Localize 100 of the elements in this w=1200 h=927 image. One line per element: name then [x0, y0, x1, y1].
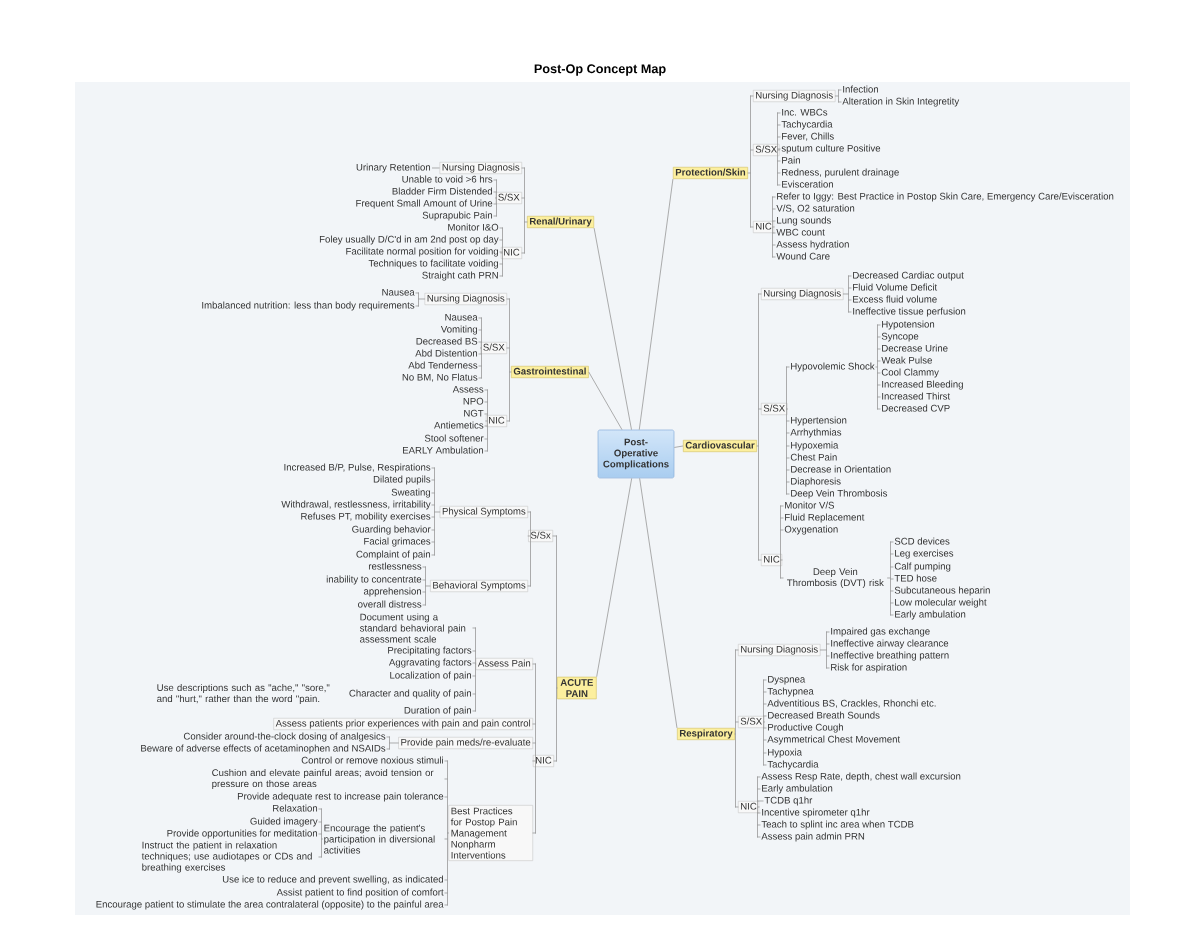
- connector-line: [478, 317, 482, 379]
- connector-line: [786, 366, 790, 495]
- item-text: Encourage patient to stimulate the area contralateral (opposite) to the painful area: [96, 900, 444, 910]
- item-text: overall distress: [358, 600, 422, 608]
- connector-line: [835, 89, 842, 103]
- item-text: Impaired gas exchange: [831, 627, 930, 637]
- item-text: Assess: [452, 385, 484, 393]
- item-text: Tachycardia: [767, 760, 819, 770]
- item-text: Precipitating factors: [388, 646, 472, 656]
- connector-line: [444, 760, 449, 906]
- item-text: Asymmetrical Chest Movement: [767, 735, 901, 745]
- category-box: S/Sx: [528, 530, 553, 542]
- item-text: Facilitate normal position for voiding: [346, 247, 499, 257]
- category-box: Best Practices for Postop Pain Management Nonpharm Interventions: [448, 805, 533, 861]
- item-text: Imbalanced nutrition: less than body requirements: [202, 301, 415, 311]
- item-text: Ineffective tissue perfusion: [853, 307, 966, 317]
- category-box: S/SX: [753, 144, 780, 156]
- category-box: Physical Symptoms: [439, 506, 528, 518]
- item-text: Ineffective airway clearance: [831, 639, 949, 649]
- connector-line: [493, 179, 497, 217]
- connector-line: [499, 227, 503, 277]
- item-text: Decreased Cardiac output: [853, 271, 964, 281]
- category-box: Nursing Diagnosis: [753, 90, 836, 102]
- item-text: Localization of pain: [390, 671, 471, 681]
- category-box: NIC: [532, 755, 554, 767]
- item-text: Teach to splint inc area when TCDB: [761, 820, 914, 830]
- item-text: NGT: [464, 409, 484, 417]
- connector-line: [673, 445, 684, 448]
- connector-line: [639, 477, 678, 729]
- item-text: Beware of adverse effects of acetaminophen and NSAIDs: [141, 744, 386, 754]
- category-box: S/SX: [738, 716, 765, 728]
- connector-line: [588, 371, 623, 431]
- item-text: Redness, purulent drainage: [782, 168, 899, 178]
- category-box: Nursing Diagnosis: [761, 288, 844, 300]
- item-text: Nausea: [445, 313, 478, 321]
- item-text: Hypoxia: [768, 748, 802, 758]
- item-text: Sweating: [391, 488, 431, 498]
- item-text: Control or remove noxious stimuli: [301, 756, 443, 764]
- item-text: Document using a standard behavioral pain assessment scale: [359, 613, 466, 643]
- item-text: Use ice to reduce and prevent swelling, as indicated: [222, 875, 443, 885]
- item-text: Ineffective breathing pattern: [831, 651, 949, 661]
- item-text: Provide opportunities for meditation: [167, 829, 317, 839]
- item-text: Dyspnea: [768, 675, 806, 685]
- item-text: Arrhythmias: [790, 428, 842, 438]
- item-text: Stool softener: [424, 434, 484, 442]
- connector-line: [415, 292, 425, 307]
- item-text: Hypertension: [791, 416, 847, 426]
- topic-box: Protection/Skin: [672, 166, 748, 180]
- item-text: Diaphoresis: [791, 477, 841, 487]
- connector-line: [887, 541, 894, 616]
- connector-line: [757, 776, 764, 838]
- item-text: Excess fluid volume: [853, 295, 937, 303]
- topic-box: Renal/Urinary: [527, 215, 595, 229]
- item-text: Assess pain admin PRN: [761, 832, 865, 842]
- item-text: Hypoxemia: [791, 441, 839, 451]
- connector-line: [431, 167, 440, 169]
- item-text: SCD devices: [894, 537, 950, 545]
- item-text: Oxygenation: [784, 525, 838, 535]
- item-text: Evisceration: [782, 180, 833, 188]
- item-text: Dilated pupils: [373, 475, 431, 485]
- item-text: Tachypnea: [767, 687, 814, 697]
- item-text: Fever, Chills: [782, 132, 834, 141]
- item-text: Decreased CVP: [882, 404, 950, 412]
- item-text: Incentive spirometer q1hr: [762, 808, 870, 818]
- connector-line: [772, 196, 776, 258]
- item-text: Instruct the patient in relaxation techniques; use audiotapes or CDs and breathing exercises: [141, 841, 312, 873]
- item-text: Guided imagery: [250, 817, 318, 827]
- connector-line: [472, 627, 477, 712]
- connector-line: [638, 178, 674, 431]
- item-text: Weak Pulse: [881, 356, 932, 364]
- category-box: Assess patients prior experiences with pain and pain control: [273, 718, 533, 730]
- item-text: Bladder Firm Distended: [392, 187, 493, 195]
- item-text: Chest Pain: [790, 453, 837, 461]
- item-text: Provide adequate rest to increase pain tolerance: [237, 792, 444, 802]
- item-text: Inc. WBCs: [782, 108, 828, 116]
- item-text: EARLY Ambulation: [403, 446, 483, 454]
- topic-box: Respiratory: [677, 727, 735, 741]
- connector-line: [756, 293, 762, 561]
- item-text: Frequent Small Amount of Urine: [356, 199, 493, 209]
- item-text: Refuses PT, mobility exercises: [301, 512, 431, 522]
- item-text: Adventitious BS, Crackles, Rhonchi etc.: [767, 699, 936, 708]
- connector-line: [820, 631, 830, 669]
- topic-box: Gastrointestinal: [511, 365, 589, 379]
- item-text: Encourage the patient's participation in diversional activities: [324, 824, 435, 854]
- item-text: Increased Thirst: [882, 392, 951, 400]
- category-box: S/SX: [761, 403, 788, 415]
- item-text: TED hose: [894, 574, 937, 582]
- category-box: Nursing Diagnosis: [738, 644, 821, 656]
- item-text: Increased B/P, Pulse, Respirations: [284, 463, 431, 473]
- item-text: NPO: [463, 397, 484, 405]
- item-text: Decreased BS: [416, 337, 478, 345]
- item-text: No BM, No Flatus: [402, 373, 478, 382]
- item-text: Leg exercises: [895, 549, 954, 559]
- item-text: V/S, O2 saturation: [776, 204, 855, 213]
- item-text: Cool Clammy: [881, 368, 939, 378]
- connector-line: [596, 477, 633, 678]
- item-text: Deep Vein Thrombosis: [791, 489, 888, 499]
- item-text: Monitor V/S: [785, 501, 835, 509]
- category-box: NIC: [738, 801, 760, 813]
- item-text: Calf pumping: [894, 562, 951, 572]
